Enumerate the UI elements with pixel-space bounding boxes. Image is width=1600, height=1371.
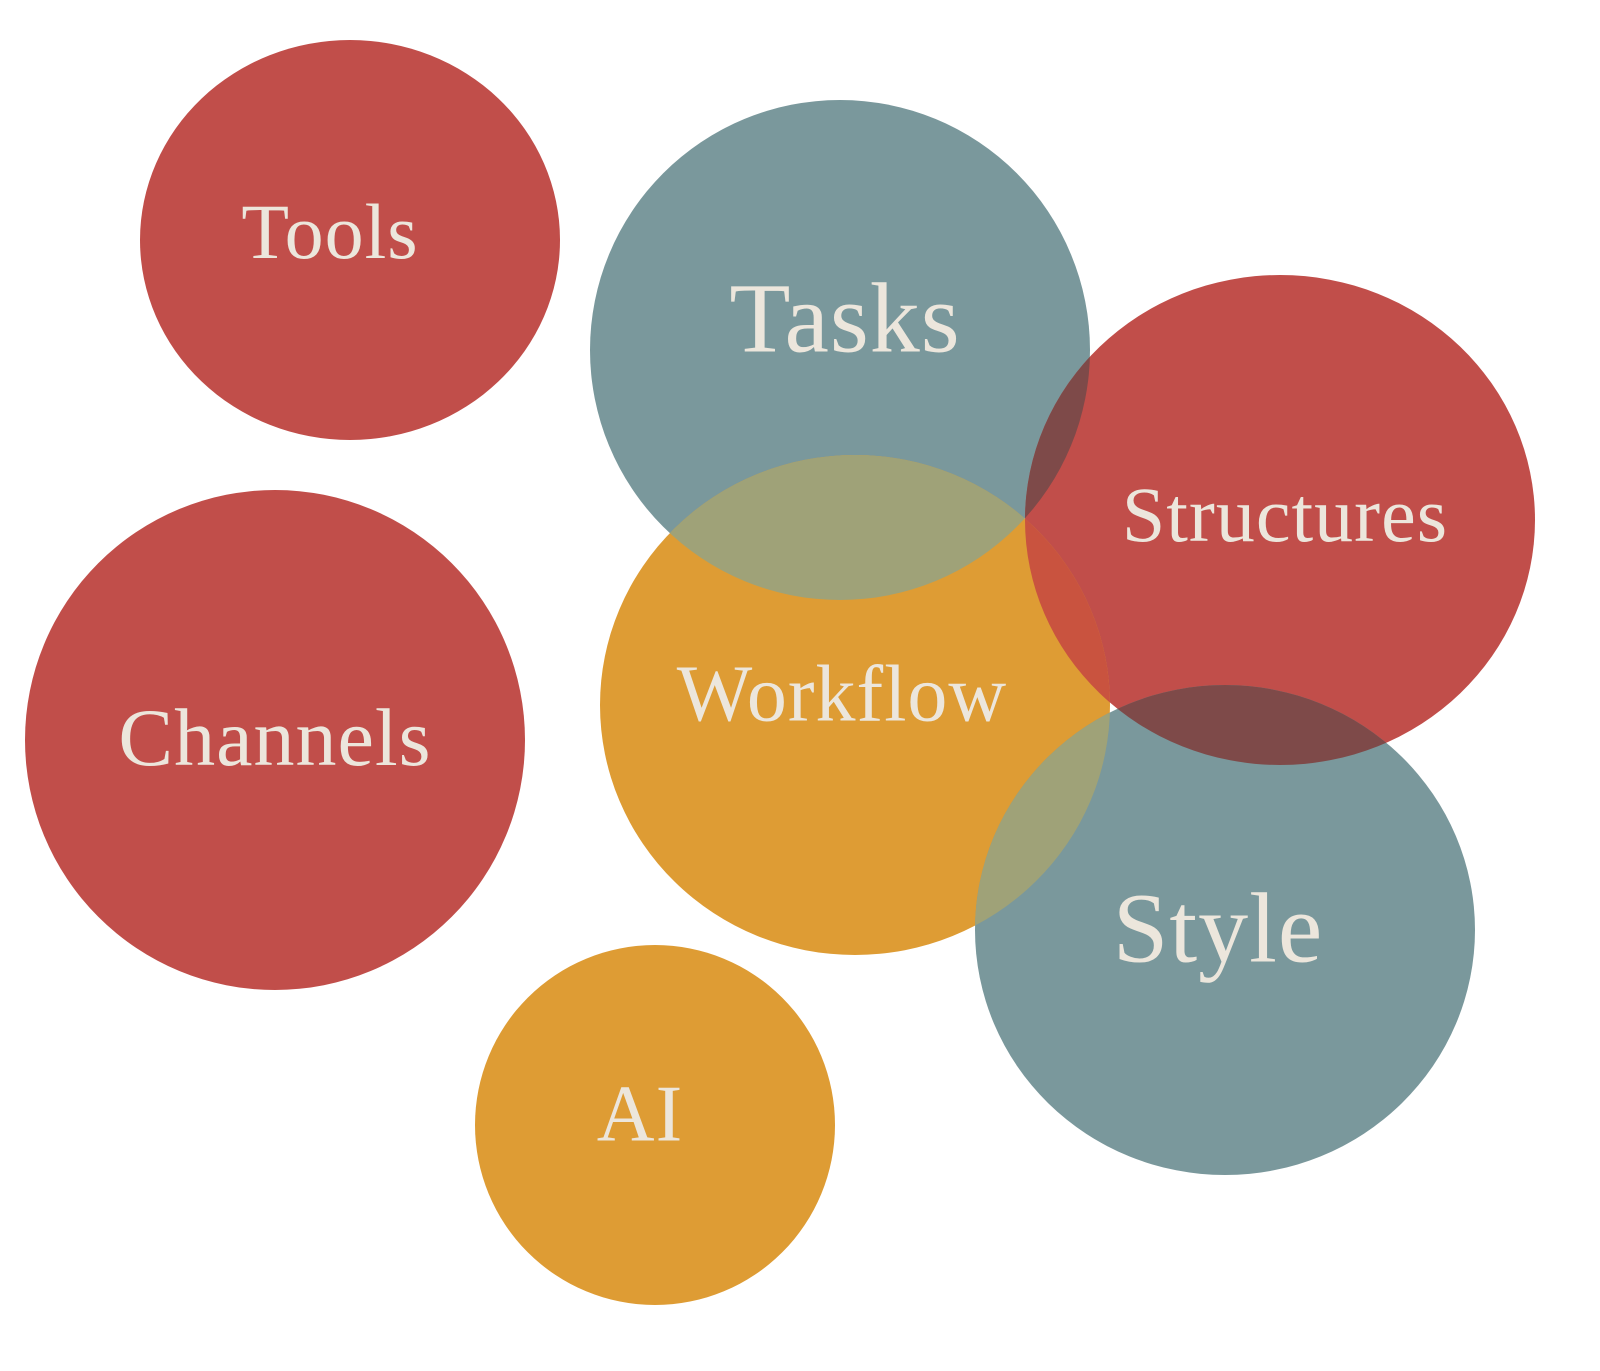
bubble-ai	[475, 945, 835, 1305]
label-workflow: Workflow	[676, 650, 1008, 739]
bubble-tasks	[590, 100, 1090, 600]
label-tools: Tools	[241, 188, 419, 275]
label-style: Style	[1112, 872, 1324, 984]
bubble-structures	[1025, 275, 1535, 765]
bubble-channels	[25, 490, 525, 990]
label-tasks: Tasks	[729, 262, 961, 374]
bubble-style	[975, 685, 1475, 1175]
bubble-tools	[140, 40, 560, 440]
label-ai: AI	[596, 1070, 684, 1159]
bubble-workflow	[600, 455, 1110, 955]
label-channels: Channels	[118, 692, 432, 783]
label-structures: Structures	[1121, 471, 1449, 558]
